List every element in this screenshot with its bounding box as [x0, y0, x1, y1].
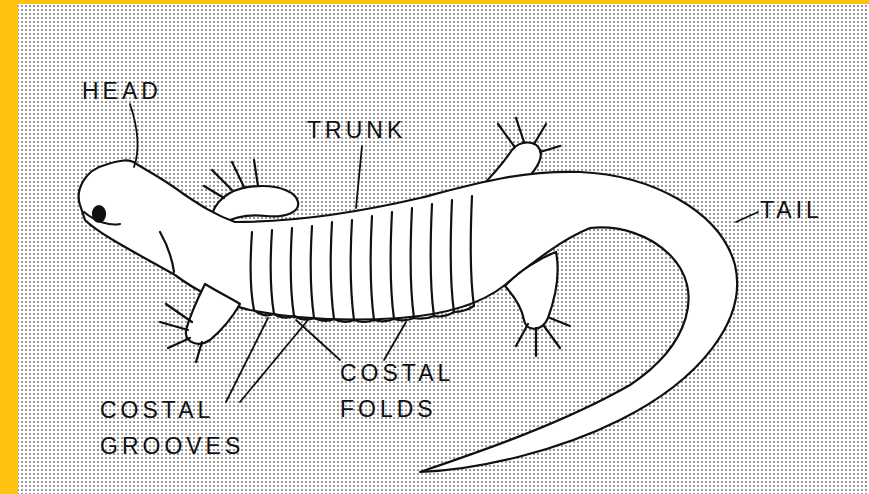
leader-line	[296, 320, 406, 360]
toes	[160, 304, 202, 362]
leader-line	[356, 146, 362, 208]
border-bar	[0, 0, 869, 4]
part-label: TRUNK	[307, 112, 406, 148]
toes	[204, 160, 258, 198]
leader-line	[736, 212, 758, 222]
costal-folds	[254, 306, 474, 322]
salamander-body	[79, 160, 737, 472]
border-bar	[0, 0, 18, 494]
part-label: COSTAL FOLDS	[340, 355, 480, 427]
toes	[498, 118, 560, 152]
front-leg	[186, 284, 240, 344]
part-label: COSTAL GROOVES	[100, 392, 250, 464]
part-label: TAIL	[760, 192, 823, 228]
costal-grooves	[251, 196, 474, 320]
gular-fold	[160, 232, 174, 272]
toes	[516, 318, 570, 356]
mouth-line	[84, 212, 120, 225]
part-label: HEAD	[82, 73, 162, 109]
leader-line	[226, 318, 308, 402]
leader-line	[130, 104, 137, 167]
